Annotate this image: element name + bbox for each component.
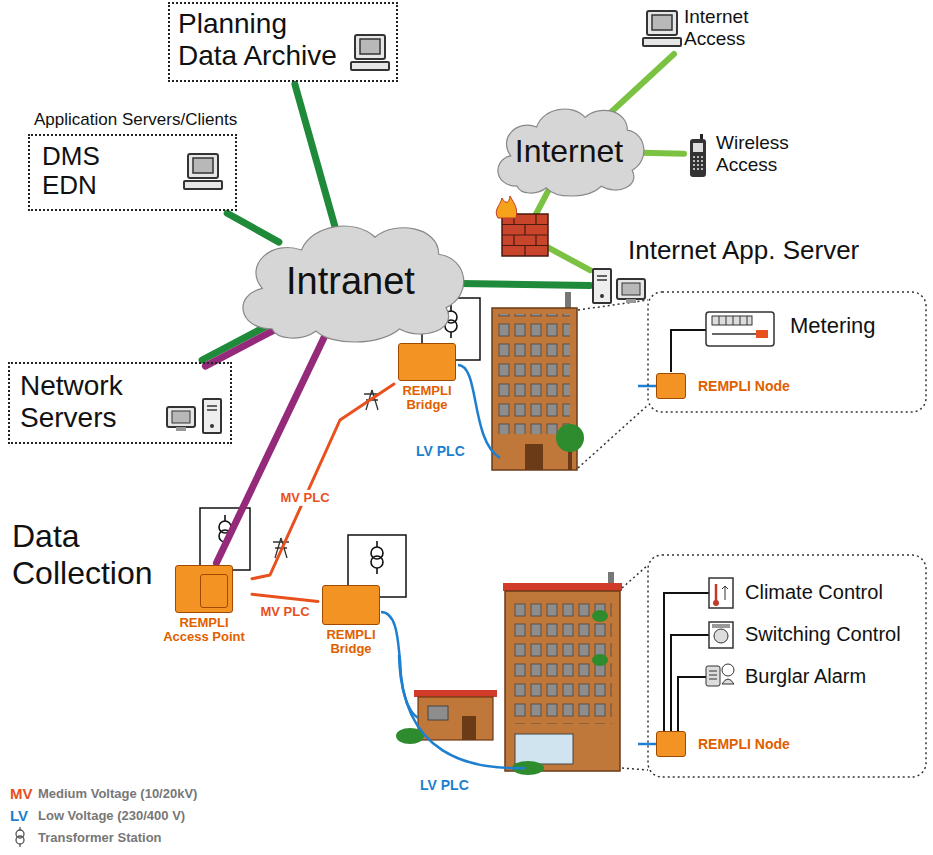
connector-line: [227, 213, 279, 242]
mon-icon: [166, 406, 196, 432]
device-block: [656, 373, 686, 399]
connector: [606, 54, 674, 117]
access-device: Wireless Access: [686, 132, 796, 178]
network-cloud: Intranet: [228, 218, 473, 346]
node-text: REMPLI Access Point: [158, 616, 250, 645]
node-text: REMPLI Node: [698, 378, 790, 394]
node-text: Network Servers: [20, 370, 148, 434]
server-box: Planning Data Archive: [168, 2, 398, 82]
server-icon: [592, 268, 612, 304]
legend-code: MV: [10, 785, 33, 802]
icon-holder: [592, 268, 646, 304]
connector: [227, 213, 279, 242]
node-text: Wireless Access: [716, 132, 796, 176]
connector: [252, 384, 394, 579]
legend-text: Transformer Station: [38, 830, 162, 845]
callouts: [578, 292, 926, 777]
text-label: Switching Control: [745, 623, 901, 646]
box-heading: Application Servers/Clients: [34, 110, 237, 130]
connector-line: [606, 54, 674, 117]
node-text: Internet Access: [684, 6, 760, 50]
device-block-edge: [200, 574, 228, 608]
tower-icon: [202, 398, 222, 434]
lv-lines: [381, 365, 657, 768]
legend-row: LV Low Voltage (230/400 V): [10, 804, 197, 826]
connector: [642, 153, 684, 154]
access-device: Internet Access: [642, 6, 760, 52]
icon-holder: [688, 134, 708, 178]
icon-holder: [183, 153, 223, 191]
text-label: LV PLC: [416, 443, 465, 459]
server-box-body: DMS EDN: [28, 134, 237, 212]
server-icon: [616, 278, 646, 304]
legend-row: Transformer Station: [10, 826, 197, 848]
text-label: Burglar Alarm: [745, 665, 866, 688]
legend-row: MV Medium Voltage (10/20kV): [10, 782, 197, 804]
node-text: Internet: [515, 133, 624, 170]
app-server: Internet App. Server: [592, 236, 859, 306]
network-cloud: Internet: [488, 103, 650, 199]
icon-holder: [642, 10, 682, 48]
node-text: Internet App. Server: [628, 236, 859, 266]
node-text: REMPLI Bridge: [396, 384, 458, 413]
text-label: Data Collection: [12, 518, 162, 592]
device-icons: [706, 578, 734, 686]
rempli-device: REMPLI Bridge: [396, 343, 458, 413]
text-label: LV PLC: [420, 777, 469, 793]
rempli-device: REMPLI Access Point: [158, 565, 250, 645]
connector-line: [252, 384, 394, 579]
legend-code: LV: [10, 807, 28, 824]
server-box: Network Servers: [8, 362, 232, 444]
device-block: [656, 731, 686, 757]
connector: [295, 84, 336, 230]
connector: [461, 284, 590, 286]
node-text: REMPLI Node: [698, 736, 790, 752]
text-label: Metering: [790, 313, 876, 338]
node-text: REMPLI Bridge: [320, 628, 382, 657]
connector: [216, 333, 326, 563]
legend-swatch: MV: [10, 785, 38, 802]
rempli-device: REMPLI Bridge: [320, 585, 382, 657]
icon-holder: [202, 398, 222, 434]
pc-icon: [642, 10, 682, 48]
connector-label: MV PLC: [257, 604, 312, 620]
rempli-node: REMPLI Node: [656, 373, 790, 399]
phone-icon: [688, 134, 708, 178]
server-box: Application Servers/ClientsDMS EDN: [28, 110, 237, 211]
connector: [252, 594, 318, 601]
legend-text: Low Voltage (230/400 V): [38, 808, 185, 823]
buildings: [396, 292, 622, 775]
device-block: [175, 565, 233, 613]
connector-line: [216, 333, 326, 563]
legend: MV Medium Voltage (10/20kV) LV Low Voltage …: [10, 782, 197, 848]
pc-icon: [350, 34, 390, 72]
node-text: Planning Data Archive: [178, 8, 346, 72]
transformer-housing: [200, 298, 480, 597]
connector-line: [295, 84, 336, 230]
legend-text: Medium Voltage (10/20kV): [38, 786, 197, 801]
node-text: DMS EDN: [42, 142, 116, 202]
device-block: [322, 585, 380, 625]
connector-line: [205, 327, 279, 366]
text-label: Climate Control: [745, 581, 883, 604]
transformer-symbol: [10, 826, 30, 848]
pc-icon: [183, 153, 223, 191]
rempli-node: REMPLI Node: [656, 731, 790, 757]
connector-line: [461, 284, 590, 286]
legend-symbol: [10, 826, 38, 848]
meter-icon: [706, 312, 774, 346]
connector-label: MV PLC: [277, 489, 332, 505]
node-text: Intranet: [286, 260, 415, 304]
connector-line: [642, 153, 684, 154]
icon-holder: [166, 406, 196, 432]
legend-swatch: LV: [10, 807, 38, 824]
connector-line: [252, 594, 318, 601]
icon-holder: [350, 34, 390, 72]
device-block: [398, 343, 456, 381]
